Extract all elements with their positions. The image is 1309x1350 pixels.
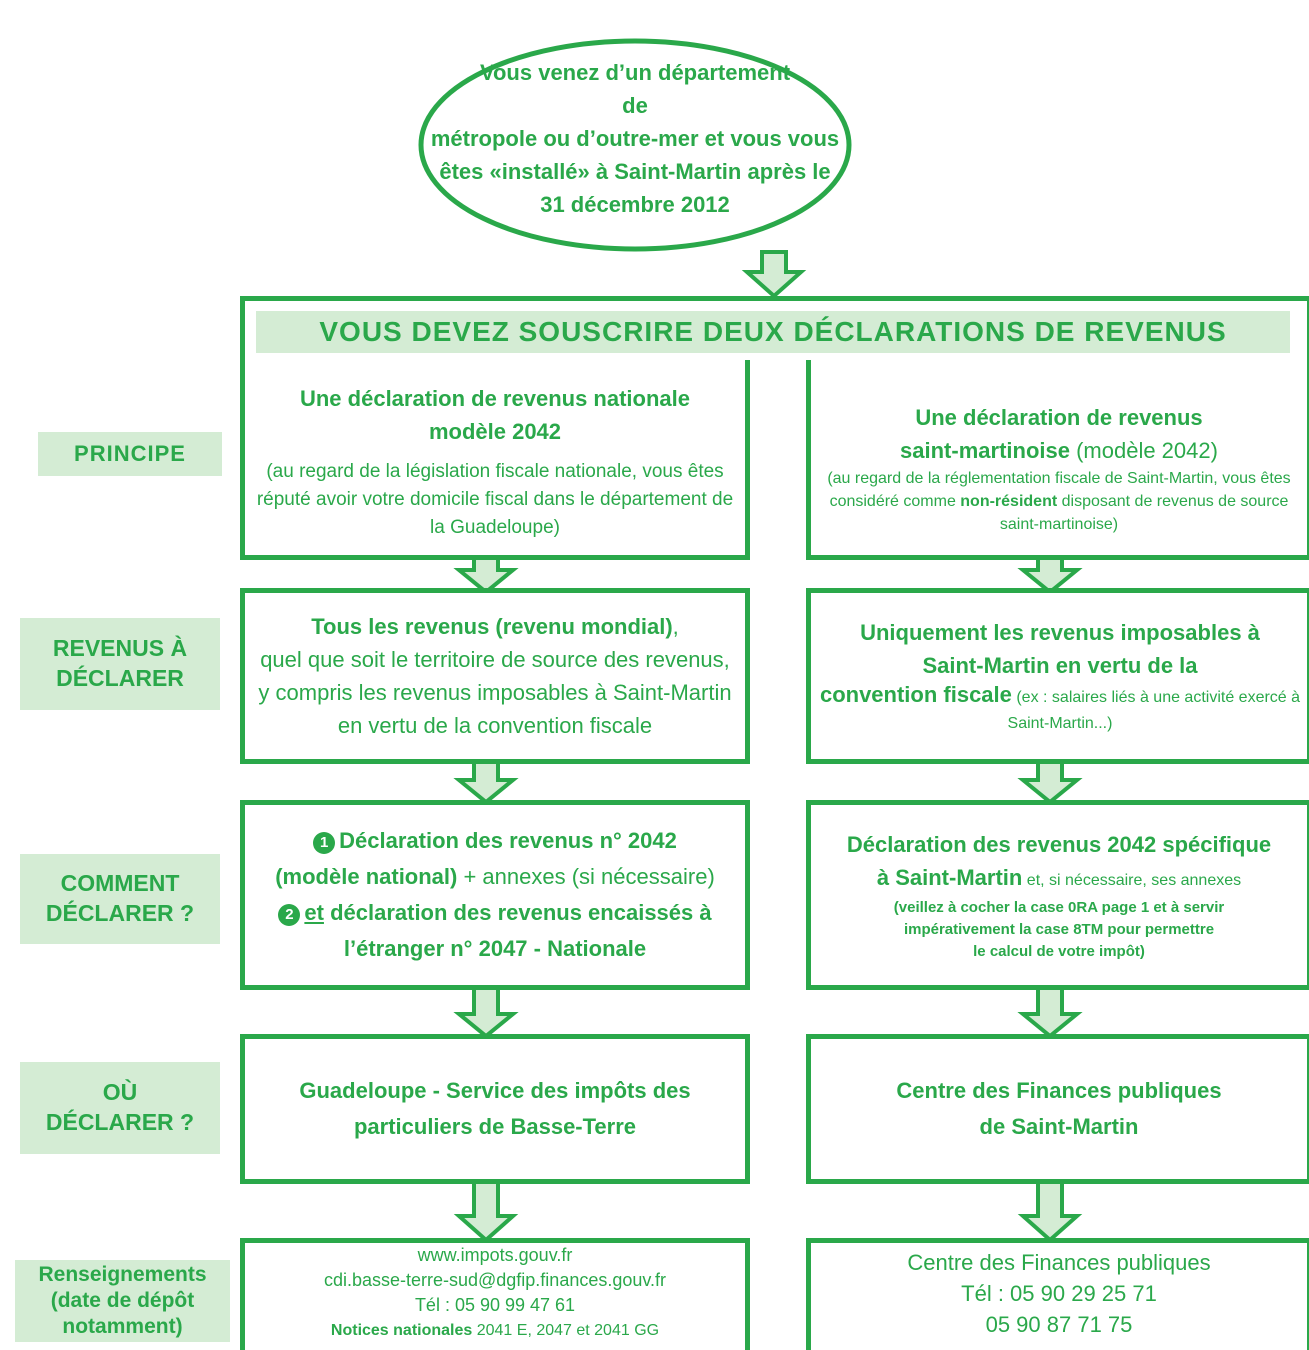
renseignements-right-line3: 05 90 87 71 75 (985, 1311, 1133, 1337)
arrow-down-icon (1017, 986, 1083, 1039)
label-ou-line1: OÙ (102, 1079, 138, 1106)
label-principe-text: PRINCIPE (74, 440, 186, 466)
arrow-down-icon (1017, 1180, 1083, 1243)
label-comment: COMMENT DÉCLARER ? (20, 854, 220, 944)
arrow-down-icon (453, 556, 519, 595)
comment-left-line3-u: et (304, 900, 324, 925)
cdi-email-link[interactable]: cdi.basse-terre-sud@dgfip.finances.gouv.… (323, 1270, 667, 1290)
principe-right-detail-b: non-résident (960, 492, 1058, 510)
start-line-2: métropole ou d’outre-mer et vous vous (430, 125, 840, 151)
number-one-icon: 1 (313, 832, 336, 854)
ou-right-line1: Centre des Finances publiques (896, 1078, 1222, 1103)
renseignements-right: Centre des Finances publiques Tél : 05 9… (812, 1244, 1306, 1342)
revenus-right-title1: Uniquement les revenus imposables à (860, 619, 1260, 645)
principe-right-detail-c: disposant de revenus de source saint-mar… (999, 492, 1289, 533)
comment-right-line2-rest: et, si nécessaire, ses annexes (1022, 871, 1242, 889)
revenus-left: Tous les revenus (revenu mondial), quel … (252, 598, 738, 754)
renseignements-left-tel: Tél : 05 90 99 47 61 (414, 1295, 576, 1315)
arrow-down-icon (1017, 556, 1083, 595)
label-revenus-line2: DÉCLARER (56, 665, 184, 691)
comment-right-line3: (veillez à cocher la case 0RA page 1 et … (893, 898, 1225, 916)
comment-right-line4: impérativement la case 8TM pour permettr… (903, 920, 1215, 938)
renseignements-right-box (806, 1238, 1309, 1350)
ou-left-line1: Guadeloupe - Service des impôts des (299, 1078, 691, 1103)
arrow-down-icon (453, 760, 519, 805)
comment-left-line1: Déclaration des revenus n° 2042 (339, 828, 677, 853)
principe-right-box (806, 360, 1309, 560)
revenus-right-title2: Saint-Martin en vertu de la (922, 652, 1198, 678)
principe-right-title2: saint-martinoise (900, 437, 1070, 463)
comment-left-box (240, 800, 750, 990)
comment-right-line5: le calcul de votre impôt) (973, 942, 1145, 960)
renseignements-left-notices-bold: Notices nationales (330, 1322, 473, 1339)
label-renseignements-line2: (date de dépôt (50, 1288, 195, 1312)
label-comment-line1: COMMENT (60, 870, 180, 897)
label-ou: OÙ DÉCLARER ? (20, 1062, 220, 1154)
principe-right-detail-a: (au regard de la réglementation fiscale … (827, 469, 1291, 510)
comment-left-line2-bold: (modèle national) (275, 864, 458, 889)
principe-left-title1: Une déclaration de revenus nationale (299, 386, 690, 411)
principe-right-title2-suffix: (modèle 2042) (1069, 437, 1218, 463)
revenus-right: Uniquement les revenus imposables à Sain… (812, 598, 1308, 754)
start-line-3: êtes «installé» à Saint-Martin après le (439, 158, 831, 184)
label-revenus: REVENUS À DÉCLARER (20, 618, 220, 710)
renseignements-right-line2: Tél : 05 90 29 25 71 (961, 1280, 1157, 1306)
arrow-down-icon (741, 250, 807, 299)
arrow-down-icon (453, 986, 519, 1039)
renseignements-right-line1: Centre des Finances publiques (907, 1249, 1211, 1275)
label-comment-line2: DÉCLARER ? (45, 900, 195, 926)
label-principe: PRINCIPE (38, 432, 222, 476)
start-ellipse (418, 38, 852, 252)
comment-left-line4: l’étranger n° 2047 - Nationale (343, 936, 647, 961)
ou-left-line2: particuliers de Basse-Terre (353, 1114, 637, 1139)
start-line-4: 31 décembre 2012 (540, 191, 730, 217)
principe-left-box (240, 360, 750, 560)
banner: VOUS DEVEZ SOUSCRIRE DEUX DÉCLARATIONS D… (256, 311, 1290, 353)
ou-left-box (240, 1034, 750, 1184)
label-renseignements: Renseignements (date de dépôt notamment) (15, 1260, 230, 1342)
ou-right: Centre des Finances publiques de Saint-M… (812, 1044, 1306, 1174)
principe-left-detail: (au regard de la législation fiscale nat… (256, 461, 734, 538)
start-line-1: Vous venez d’un département de (479, 59, 791, 118)
impots-link[interactable]: www.impots.gouv.fr (417, 1245, 573, 1265)
comment-right-box (806, 800, 1309, 990)
revenus-right-title3: convention fiscale (819, 681, 1012, 707)
revenus-left-comma: , (672, 614, 679, 639)
label-renseignements-line1: Renseignements (38, 1262, 207, 1286)
renseignements-left-notices-rest: 2041 E, 2047 et 2041 GG (472, 1322, 660, 1339)
label-ou-line2: DÉCLARER ? (45, 1109, 195, 1135)
arrow-down-icon (453, 1180, 519, 1243)
revenus-right-detail: (ex : salaires liés à une activité exerc… (1007, 688, 1301, 732)
renseignements-left: www.impots.gouv.fr cdi.basse-terre-sud@d… (250, 1244, 740, 1342)
principe-right-detail: (au regard de la réglementation fiscale … (812, 467, 1306, 536)
principe-left-title2: modèle 2042 (428, 419, 562, 444)
principe-right: Une déclaration de revenus saint-martino… (812, 384, 1306, 552)
renseignements-left-box (240, 1238, 750, 1350)
comment-right: Déclaration des revenus 2042 spécifique … (810, 810, 1308, 980)
label-renseignements-line3: notamment) (62, 1315, 183, 1339)
number-two-icon: 2 (278, 904, 301, 926)
comment-left-line2-rest: + annexes (si nécessaire) (457, 864, 715, 889)
comment-left-line3-rest: déclaration des revenus encaissés à (323, 900, 712, 925)
ou-left: Guadeloupe - Service des impôts des part… (250, 1044, 740, 1174)
principe-left: Une déclaration de revenus nationale mod… (250, 372, 740, 552)
start-text: Vous venez d’un département de métropole… (431, 58, 839, 218)
comment-right-line2-bold: à Saint-Martin (876, 864, 1023, 890)
comment-right-line1: Déclaration des revenus 2042 spécifique (846, 831, 1272, 857)
revenus-left-detail: quel que soit le territoire de source de… (258, 647, 732, 738)
ou-right-line2: de Saint-Martin (979, 1114, 1139, 1139)
revenus-left-title: Tous les revenus (revenu mondial) (311, 614, 673, 639)
principe-right-title1: Une déclaration de revenus (915, 404, 1203, 430)
label-revenus-line1: REVENUS À (52, 635, 188, 662)
arrow-down-icon (1017, 760, 1083, 805)
